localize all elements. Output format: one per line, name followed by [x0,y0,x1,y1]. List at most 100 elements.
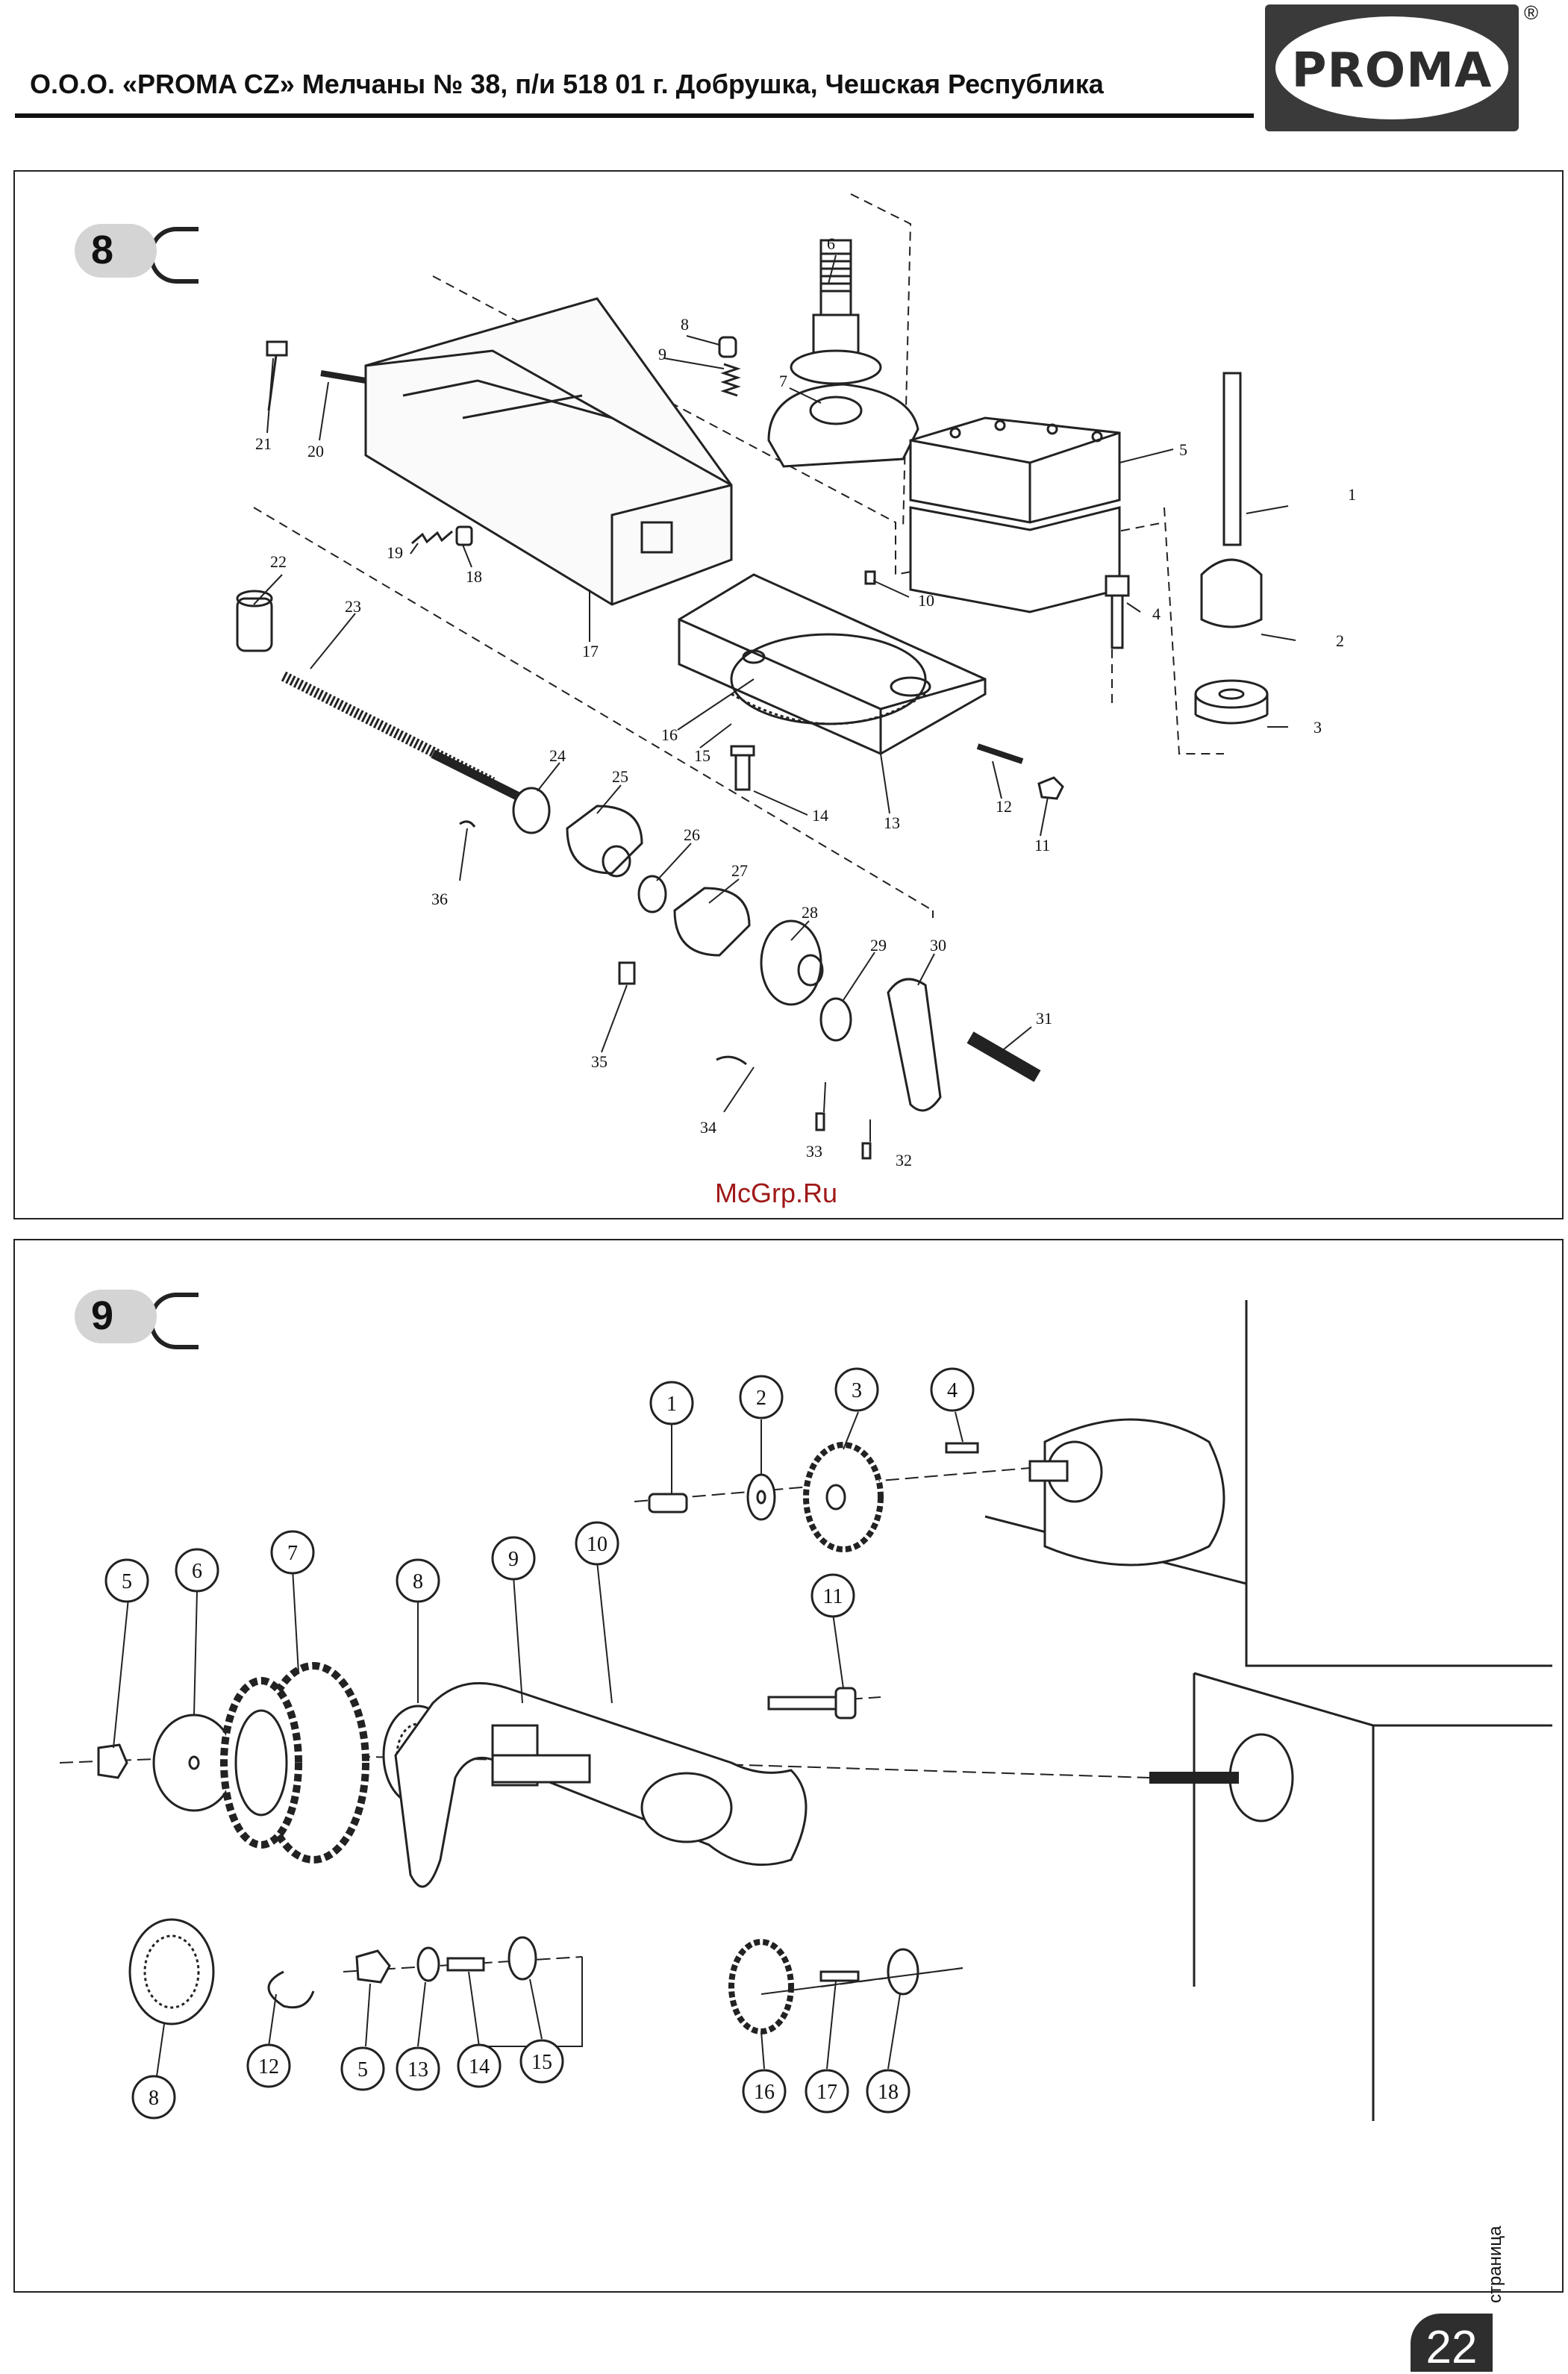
screw-11 [769,1688,855,1718]
part-label: 8 [413,1570,423,1593]
part-label: 25 [612,767,628,786]
figure-8-panel: 8 [13,170,1564,1219]
spring-19 [412,531,452,543]
callout-18: 18 [867,2070,909,2112]
part-label: 16 [661,725,678,744]
logo-text: PROMA [1275,43,1508,99]
spring-9 [724,364,737,396]
top-slide-13 [679,575,985,754]
part-label: 13 [884,813,900,832]
part-label: 35 [591,1052,607,1071]
part-label: 5 [357,2058,368,2081]
nut-29 [821,999,851,1040]
part-label: 2 [756,1387,766,1410]
part-label: 14 [469,2055,490,2078]
figure-9-panel: 9 [13,1239,1564,2293]
page-number-badge: 22 [1411,2314,1493,2372]
part-label: 31 [1036,1009,1052,1028]
callout-9: 9 [493,1537,534,1579]
part-label: 5 [122,1570,132,1593]
pin-18 [457,527,472,545]
part-label: 36 [431,890,448,908]
headstock-body [985,1300,1552,2121]
dial-27 [675,888,749,955]
part-label: 7 [779,372,787,390]
callout-6: 6 [176,1549,218,1591]
leadscrew-23 [284,676,522,799]
part-label: 12 [258,2055,279,2078]
callout-8: 8 [397,1560,439,1602]
screw-35 [619,963,634,984]
part-label: 20 [307,442,324,460]
part-label: 32 [896,1151,912,1169]
part-label: 13 [407,2058,428,2081]
handle-1 [1224,373,1240,545]
part-label: 23 [345,597,361,616]
callout-15: 15 [521,2040,563,2082]
key-17 [821,1972,858,1981]
callout-13: 13 [397,2048,439,2090]
screw-1 [649,1494,687,1512]
part-label: 10 [587,1533,607,1556]
part-label: 17 [816,2081,837,2104]
part-label: 4 [1152,605,1161,623]
part-label: 18 [878,2081,899,2104]
callout-14: 14 [458,2045,500,2087]
part-label: 6 [192,1560,202,1583]
header-rule [15,113,1254,118]
part-label: 28 [802,903,818,922]
part-label: 19 [387,543,403,562]
bolt-4 [1106,576,1128,648]
part-label: 17 [582,642,599,660]
sleeve-2 [1202,560,1261,627]
pin-20 [321,373,366,381]
part-label: 11 [823,1585,843,1608]
figure-9-exploded-drawing: 1 2 3 4 5 6 7 8 9 10 11 12 5 13 14 15 8 … [15,1240,1562,2291]
part-label: 18 [466,567,482,586]
bearing-26 [639,876,666,912]
part-label: 5 [1179,440,1187,459]
part-label: 11 [1034,836,1050,855]
pin-33 [816,1113,824,1130]
logo-oval: PROMA [1275,16,1508,119]
callout-4: 4 [931,1369,973,1411]
pin-14 [448,1958,484,1970]
part-label: 33 [806,1142,822,1161]
key-4 [946,1443,978,1452]
washer-3 [1196,681,1267,723]
part-label: 24 [549,746,566,765]
callout-10: 10 [576,1522,618,1564]
page-word-label: страница [1485,2226,1506,2303]
callout-8-lower: 8 [133,2076,175,2118]
part-label: 8 [681,315,689,334]
part-label: 12 [996,797,1012,816]
pin-32 [863,1143,870,1158]
key-34 [716,1057,746,1064]
washer-13 [418,1948,439,1981]
watermark: McGrp.Ru [715,1178,837,1209]
gear-3 [806,1445,881,1549]
part-label: 16 [754,2081,775,2104]
part-label: 6 [827,234,835,253]
part-label: 4 [947,1379,958,1402]
callout-17: 17 [806,2070,848,2112]
part-label: 9 [508,1548,519,1571]
callout-12: 12 [248,2045,290,2087]
nut-5-left [99,1745,127,1778]
part-label: 22 [270,552,287,571]
proma-logo: PROMA [1265,4,1519,131]
part-label: 15 [694,746,710,765]
collar-25 [567,806,642,876]
stud-6 [791,240,881,384]
callout-5-lower: 5 [342,2048,384,2090]
nut-22 [237,591,272,651]
part-label: 14 [812,806,828,825]
screw-12 [978,746,1022,761]
page-number: 22 [1411,2321,1493,2374]
callout-5: 5 [106,1560,148,1602]
nut-5-lower [357,1951,390,1982]
company-address-line: О.О.О. «PROMA CZ» Мелчаны № 38, п/и 518 … [30,69,1104,100]
plate-7 [769,384,918,466]
pin-8 [719,337,736,357]
callout-3: 3 [836,1369,878,1411]
